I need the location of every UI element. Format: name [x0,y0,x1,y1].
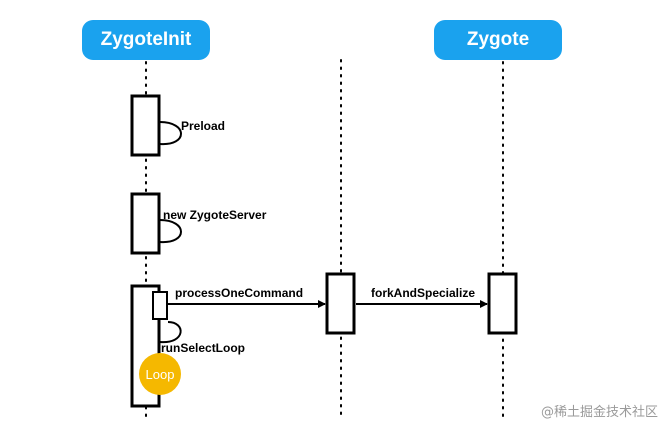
message-preload: Preload [181,119,226,133]
activation-preload [130,94,161,157]
activation-new-server [130,192,161,255]
participant-zygoteinit: ZygoteInit [82,20,210,60]
activation-middle [325,272,356,335]
loop-badge: Loop [139,353,181,395]
message-fork-and-specialize: forkAndSpecialize [371,286,476,300]
self-call-new-server [159,219,182,244]
message-new-server: new ZygoteServer [163,208,267,222]
message-process-one-command: processOneCommand [175,286,304,300]
participant-zygote: Zygote [434,20,562,60]
activation-nested [152,291,168,320]
self-call-run-select-loop [159,321,182,344]
message-run-select-loop: runSelectLoop [161,341,246,355]
self-call-preload [159,121,182,146]
activation-zygote [487,272,518,335]
watermark: @稀土掘金技术社区 [540,405,658,420]
